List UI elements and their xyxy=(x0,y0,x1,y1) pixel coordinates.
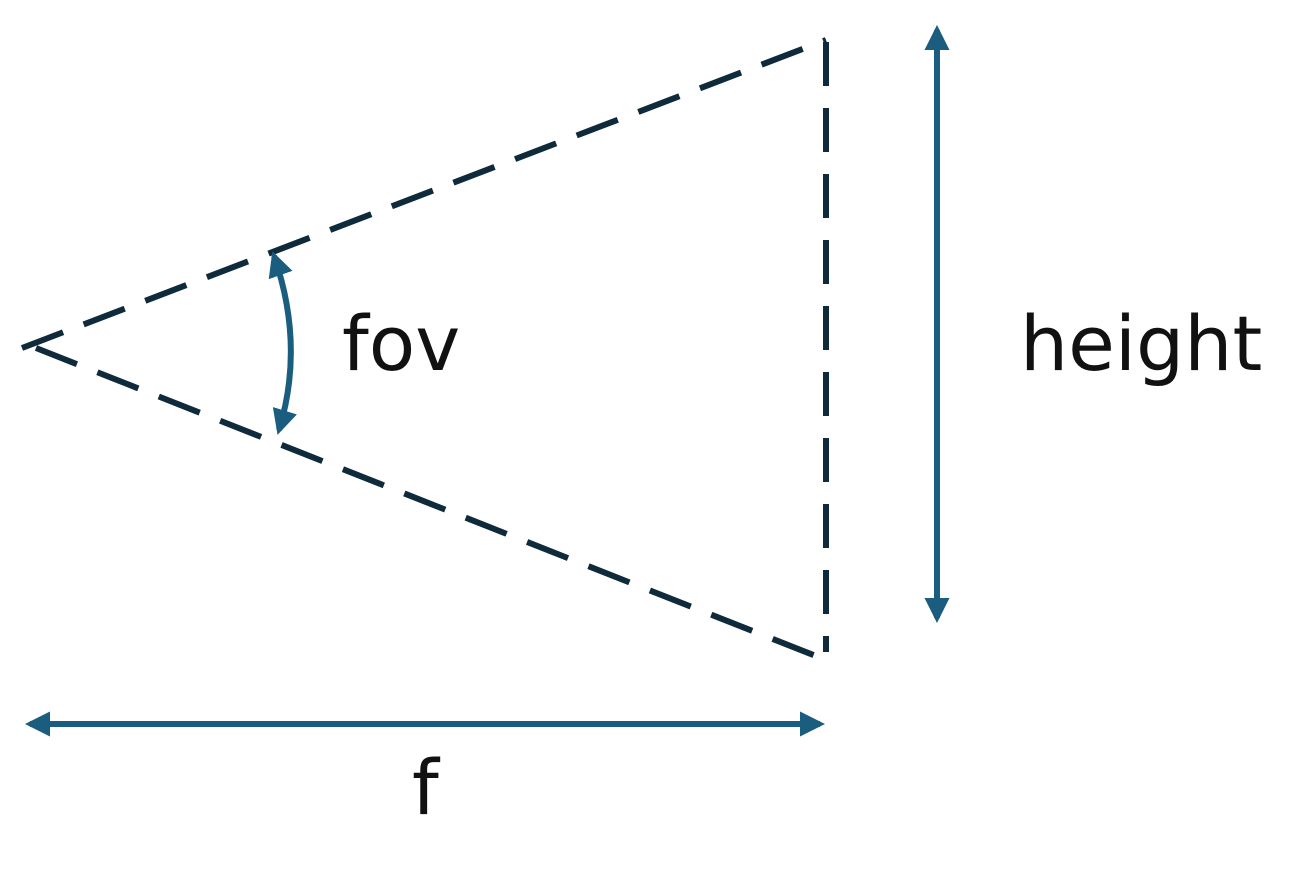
frustum-bottom-edge xyxy=(34,345,828,663)
frustum-top-edge xyxy=(20,37,828,351)
height-label: height xyxy=(1020,299,1262,388)
frustum xyxy=(20,37,829,663)
fov-label: fov xyxy=(342,299,460,388)
fov-arc-arrow xyxy=(268,251,297,435)
f-label: f xyxy=(412,743,441,832)
